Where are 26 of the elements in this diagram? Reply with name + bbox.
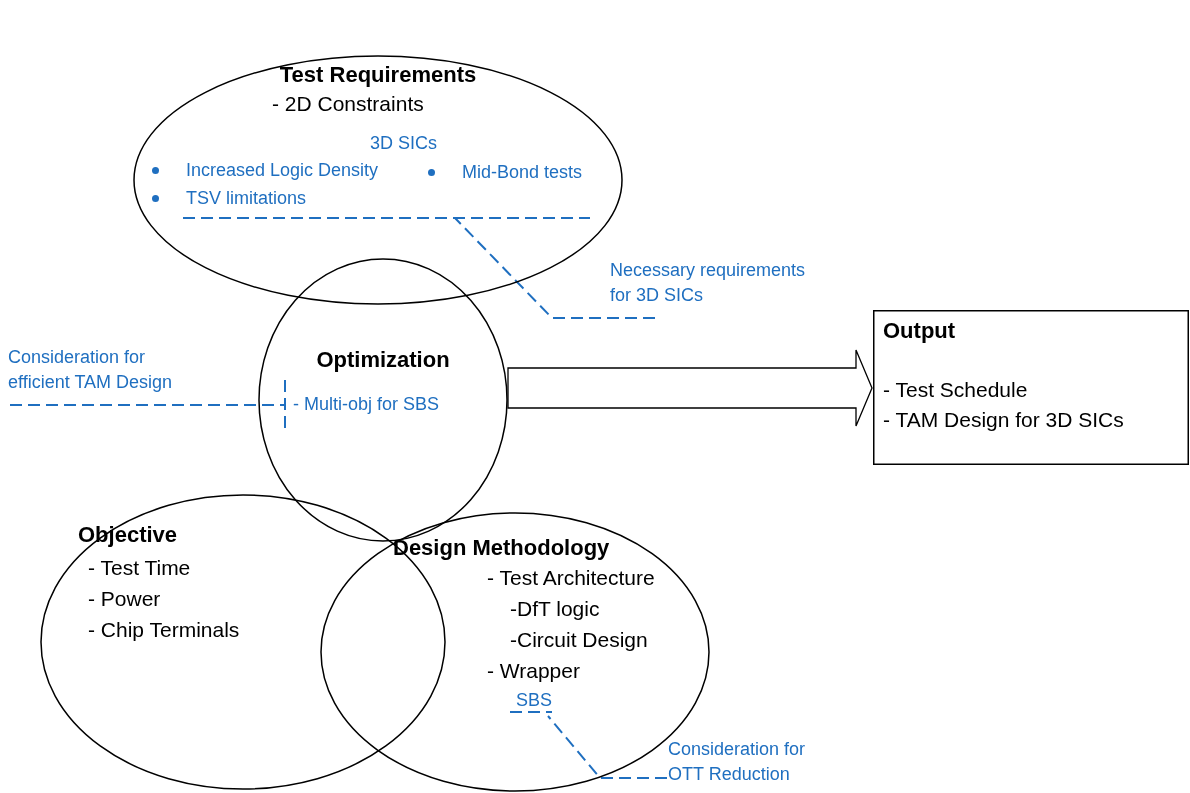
callout-text: Consideration for OTT Reduction	[668, 738, 807, 787]
list-item: - 2D Constraints	[272, 92, 424, 117]
list-item: - Chip Terminals	[88, 618, 240, 643]
list-item: -DfT logic	[510, 597, 600, 622]
leader-line	[547, 715, 668, 779]
list-item: -Circuit Design	[510, 628, 648, 653]
callout-text: Necessary requirements for 3D SICs	[610, 259, 807, 308]
note-text: - Multi-obj for SBS	[293, 394, 440, 415]
heading: Test Requirements	[279, 62, 477, 88]
note-text: 3D SICs	[370, 133, 438, 154]
list-item: - Test Schedule	[883, 378, 1028, 403]
callout-text: Consideration for efficient TAM Design	[8, 346, 174, 395]
list-item: - Power	[88, 587, 161, 612]
block-arrow	[507, 349, 873, 427]
leader-line	[9, 404, 286, 406]
list-item: - TAM Design for 3D SICs	[883, 408, 1124, 433]
note-text: SBS	[516, 690, 553, 711]
heading: Output	[883, 318, 956, 344]
heading: Optimization	[316, 347, 450, 373]
leader-line	[454, 217, 656, 319]
bullet-item: Mid-Bond tests	[428, 162, 583, 183]
list-item: - Test Time	[88, 556, 191, 581]
bullet-item: TSV limitations	[152, 188, 307, 209]
list-item: - Test Architecture	[487, 566, 655, 591]
list-item: - Wrapper	[487, 659, 580, 684]
bullet-item: Increased Logic Density	[152, 160, 379, 181]
